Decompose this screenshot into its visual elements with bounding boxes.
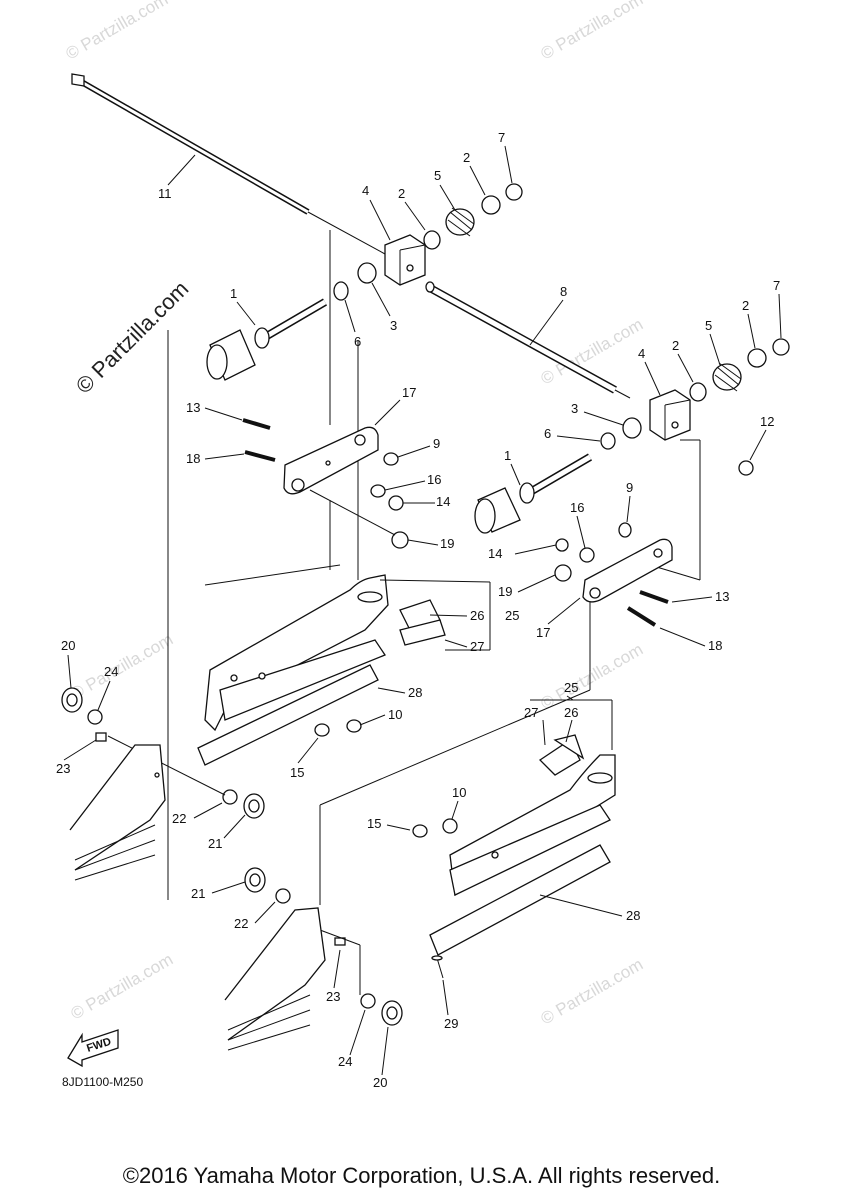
- callout-28: 28: [626, 908, 640, 923]
- part-code: 8JD1100-M250: [62, 1075, 143, 1089]
- callout-16: 16: [427, 472, 441, 487]
- callout-15: 15: [367, 816, 381, 831]
- fwd-arrow-icon: FWD: [67, 1029, 119, 1068]
- callout-4: 4: [638, 346, 645, 361]
- callout-25: 25: [564, 680, 578, 695]
- leader-lines: [63, 145, 782, 1076]
- callout-labels: 11 4 2 5 2 7 8 1 6 3 4 2 5 2 7 3 6 12 17…: [56, 130, 780, 1090]
- callout-6: 6: [354, 334, 361, 349]
- callout-27: 27: [470, 639, 484, 654]
- callout-24: 24: [338, 1054, 352, 1069]
- callout-13: 13: [186, 400, 200, 415]
- callout-22: 22: [172, 811, 186, 826]
- callout-15: 15: [290, 765, 304, 780]
- callout-26: 26: [564, 705, 578, 720]
- copyright-footer: ©2016 Yamaha Motor Corporation, U.S.A. A…: [122, 1163, 721, 1188]
- shaft-8: [425, 281, 631, 399]
- callout-13: 13: [715, 589, 729, 604]
- slide-block-assembly-right: [600, 338, 790, 476]
- shaft-11: [71, 73, 386, 255]
- callout-26: 26: [470, 608, 484, 623]
- callout-17: 17: [536, 625, 550, 640]
- arm-17-right: [554, 522, 673, 627]
- callout-14: 14: [436, 494, 450, 509]
- callout-14: 14: [488, 546, 502, 561]
- callout-18: 18: [708, 638, 722, 653]
- callout-1: 1: [230, 286, 237, 301]
- arm-17-left: [242, 418, 409, 549]
- callout-4: 4: [362, 183, 369, 198]
- callout-24: 24: [104, 664, 118, 679]
- callout-3: 3: [390, 318, 397, 333]
- watermark-faint: © Partzilla.com: [538, 640, 647, 714]
- axle-1-left: [206, 298, 328, 381]
- watermark-main: © Partzilla.com: [71, 276, 194, 399]
- callout-8: 8: [560, 284, 567, 299]
- watermark-faint: © Partzilla.com: [68, 950, 177, 1024]
- axle-1-right: [474, 453, 593, 534]
- callout-22: 22: [234, 916, 248, 931]
- callout-7: 7: [773, 278, 780, 293]
- pivot-hardware-right: [224, 867, 403, 1051]
- callout-17: 17: [402, 385, 416, 400]
- callout-25: 25: [505, 608, 519, 623]
- callout-5: 5: [434, 168, 441, 183]
- callout-28: 28: [408, 685, 422, 700]
- callout-19: 19: [498, 584, 512, 599]
- callout-12: 12: [760, 414, 774, 429]
- callout-27: 27: [524, 705, 538, 720]
- watermark-faint: © Partzilla.com: [63, 0, 172, 63]
- callout-10: 10: [388, 707, 402, 722]
- callout-20: 20: [373, 1075, 387, 1090]
- callout-1: 1: [504, 448, 511, 463]
- callout-2: 2: [742, 298, 749, 313]
- pivot-hardware-left: [61, 687, 265, 881]
- callout-9: 9: [433, 436, 440, 451]
- watermark-faint: © Partzilla.com: [538, 0, 647, 63]
- callout-7: 7: [498, 130, 505, 145]
- slide-block-assembly-left: [333, 183, 523, 301]
- callout-23: 23: [326, 989, 340, 1004]
- callout-5: 5: [705, 318, 712, 333]
- callout-2: 2: [672, 338, 679, 353]
- callout-19: 19: [440, 536, 454, 551]
- guide-lines: [167, 230, 701, 905]
- callout-10: 10: [452, 785, 466, 800]
- callout-2: 2: [463, 150, 470, 165]
- watermark-faint: © Partzilla.com: [68, 630, 177, 704]
- callout-20: 20: [61, 638, 75, 653]
- rail-assembly-right: [412, 699, 616, 979]
- callout-21: 21: [208, 836, 222, 851]
- callout-23: 23: [56, 761, 70, 776]
- callout-11: 11: [158, 186, 172, 201]
- bracket-tick: [566, 695, 574, 701]
- callout-3: 3: [571, 401, 578, 416]
- rail-assembly-left: [197, 574, 491, 766]
- callout-21: 21: [191, 886, 205, 901]
- callout-29: 29: [444, 1016, 458, 1031]
- callout-6: 6: [544, 426, 551, 441]
- callout-18: 18: [186, 451, 200, 466]
- watermark-faint: © Partzilla.com: [538, 955, 647, 1029]
- callout-9: 9: [626, 480, 633, 495]
- callout-2: 2: [398, 186, 405, 201]
- callout-16: 16: [570, 500, 584, 515]
